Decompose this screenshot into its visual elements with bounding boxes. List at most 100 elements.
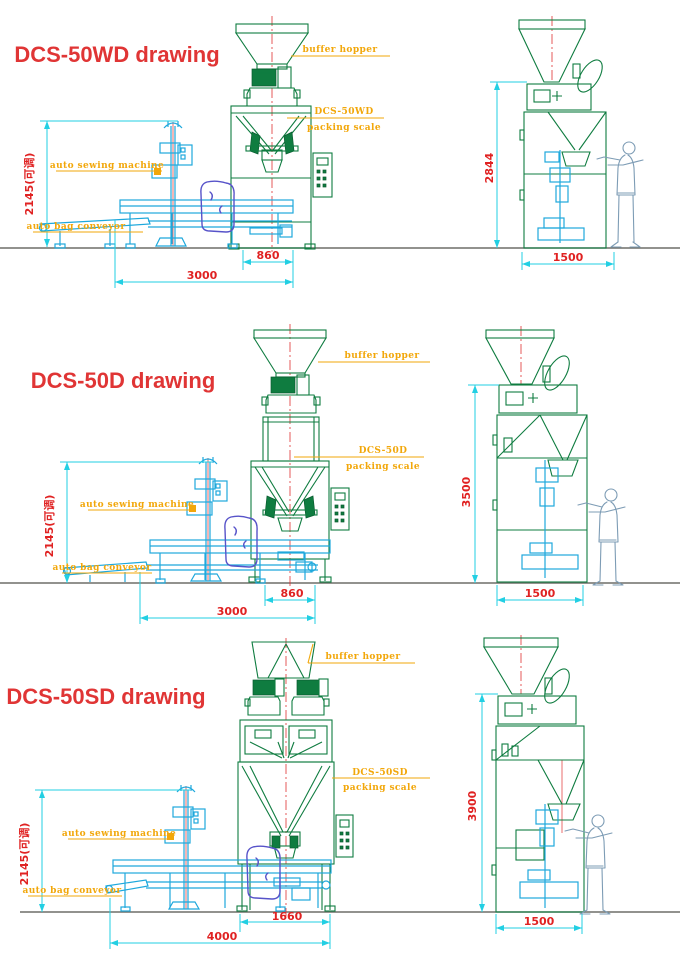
- dim-860-label: 860: [281, 587, 304, 600]
- auto-sewing-machine-drawing: [151, 121, 193, 247]
- feeder-unit-left: [244, 678, 285, 716]
- dim-1500-label: 1500: [524, 915, 555, 928]
- front-view-dcs-50wd: [228, 16, 333, 252]
- feeder-unit-right: [291, 678, 330, 716]
- dim-2145-label: 2145(可调): [42, 495, 56, 558]
- dimension-scale-width: 860: [242, 249, 294, 270]
- dimension-sewing-height: 2145(可调): [22, 120, 178, 247]
- label-auto-sewing-machine: auto sewing machine: [62, 829, 176, 840]
- dim-2145-label: 2145(可调): [17, 823, 31, 886]
- svg-text:buffer hopper: buffer hopper: [326, 652, 401, 662]
- bagging-mechanism-side: [519, 804, 579, 908]
- operator-figure: [596, 141, 644, 248]
- label-buffer-hopper: buffer hopper: [318, 351, 430, 363]
- buffer-hopper-side: [518, 19, 586, 83]
- feeder-unit: [261, 374, 321, 414]
- dim-2844-label: 2844: [483, 152, 496, 183]
- operator-figure: [577, 488, 626, 586]
- svg-text:buffer hopper: buffer hopper: [303, 45, 378, 55]
- section-title-dcs-50sd: DCS-50SD drawing: [6, 684, 205, 709]
- svg-text:auto bag conveyor: auto bag conveyor: [53, 563, 152, 573]
- bag-clamp-mechanism: [249, 224, 293, 238]
- svg-text:packing scale: packing scale: [343, 783, 417, 793]
- label-auto-sewing-machine: auto sewing machine: [80, 500, 196, 511]
- dimension-floor-length: 4000: [109, 898, 331, 949]
- cabinet-frame-side: [492, 414, 588, 583]
- side-view-dcs-50d: [485, 326, 626, 586]
- cabinet-frame-side: [491, 725, 585, 913]
- section-title-dcs-50wd: DCS-50WD drawing: [14, 42, 219, 67]
- panel-dcs-50sd: DCS-50SD drawing: [6, 635, 680, 949]
- svg-text:auto sewing machine: auto sewing machine: [62, 829, 176, 839]
- panel-dcs-50d: DCS-50D drawing: [0, 324, 680, 624]
- dimension-side-width: 1500: [496, 585, 584, 606]
- label-auto-bag-conveyor: auto bag conveyor: [23, 886, 122, 897]
- svg-text:buffer hopper: buffer hopper: [345, 351, 420, 361]
- auto-bag-conveyor-drawing: [104, 859, 332, 912]
- bagging-mechanism-side: [521, 460, 579, 578]
- label-auto-bag-conveyor: auto bag conveyor: [53, 563, 152, 574]
- dimension-scale-width: 1660: [239, 910, 331, 932]
- dim-4000-label: 4000: [207, 930, 238, 943]
- buffer-hopper-front: [251, 641, 316, 679]
- label-packing-scale: DCS-50D packing scale: [294, 446, 424, 472]
- dimension-overall-height: 3500: [460, 384, 499, 583]
- svg-text:auto bag conveyor: auto bag conveyor: [27, 222, 126, 232]
- control-panel: [312, 152, 333, 198]
- side-view-dcs-50sd: [483, 635, 613, 915]
- dimension-scale-width: 860: [264, 585, 316, 606]
- svg-text:auto bag conveyor: auto bag conveyor: [23, 886, 122, 896]
- scale-frame: [228, 105, 316, 250]
- feeder-unit: [243, 66, 301, 107]
- label-buffer-hopper: buffer hopper: [307, 643, 415, 664]
- label-auto-bag-conveyor: auto bag conveyor: [27, 222, 143, 233]
- filled-bag-drawing: [200, 180, 235, 233]
- dimension-sewing-height: 2145(可调): [17, 789, 190, 912]
- operator-figure: [564, 814, 613, 915]
- panel-dcs-50wd: DCS-50WD drawing: [0, 16, 680, 288]
- dimension-floor-length: 3000: [114, 220, 294, 288]
- front-view-dcs-50sd: [236, 638, 354, 916]
- svg-text:DCS-50D: DCS-50D: [359, 446, 408, 456]
- side-view-dcs-50wd: [518, 16, 644, 249]
- svg-text:DCS-50WD: DCS-50WD: [314, 107, 373, 117]
- dim-1500-label: 1500: [525, 587, 556, 600]
- label-buffer-hopper: buffer hopper: [291, 45, 390, 57]
- label-auto-sewing-machine: auto sewing machine: [50, 161, 164, 172]
- bagging-mechanism-side: [537, 150, 585, 243]
- cabinet-frame-side: [519, 111, 607, 249]
- dim-3900-label: 3900: [466, 790, 479, 821]
- dim-860-label: 860: [257, 249, 280, 262]
- dimension-side-width: 1500: [521, 251, 615, 270]
- svg-text:DCS-50SD: DCS-50SD: [352, 768, 408, 778]
- dimension-floor-length: 3000: [139, 572, 316, 624]
- dimension-overall-height: 3900: [466, 693, 498, 912]
- dim-3000-label: 3000: [187, 269, 218, 282]
- control-panel: [335, 814, 354, 858]
- filled-bag-drawing: [246, 845, 281, 900]
- feeder-side: [498, 355, 578, 414]
- svg-text:packing scale: packing scale: [346, 462, 420, 472]
- filled-bag-drawing: [224, 515, 258, 568]
- dim-2145-label: 2145(可调): [22, 153, 36, 216]
- svg-text:auto sewing machine: auto sewing machine: [80, 500, 194, 510]
- section-title-dcs-50d: DCS-50D drawing: [31, 368, 216, 393]
- buffer-hopper-side: [485, 329, 555, 385]
- label-packing-scale: DCS-50SD packing scale: [332, 768, 430, 793]
- front-view-dcs-50d: [248, 324, 350, 587]
- upper-frame: [262, 416, 320, 462]
- scale-frame: [248, 460, 332, 583]
- scale-frame: [236, 761, 336, 912]
- auto-sewing-machine-drawing: [164, 785, 206, 910]
- control-panel: [330, 487, 350, 531]
- dim-1500-label: 1500: [553, 251, 584, 264]
- svg-text:auto sewing machine: auto sewing machine: [50, 161, 164, 171]
- feeder-side: [497, 668, 577, 725]
- dimension-sewing-height: 2145(可调): [42, 461, 212, 583]
- dim-3000-label: 3000: [217, 605, 248, 618]
- dimension-overall-height: 2844: [483, 81, 527, 248]
- feeder-side: [526, 59, 603, 111]
- label-packing-scale: DCS-50WD packing scale: [287, 107, 384, 133]
- buffer-hopper-side: [483, 637, 559, 695]
